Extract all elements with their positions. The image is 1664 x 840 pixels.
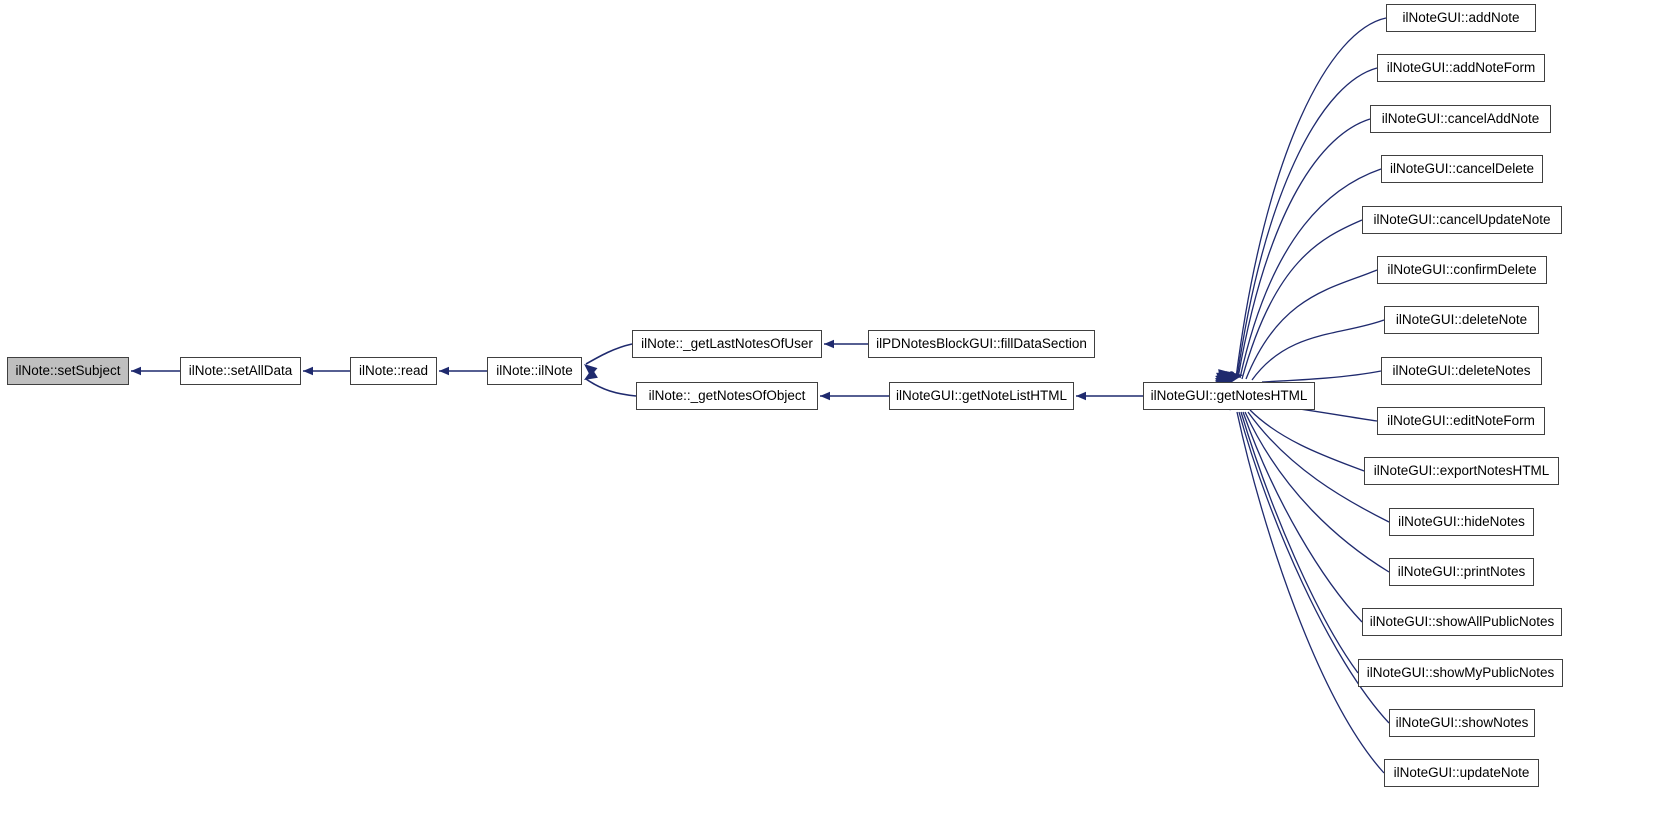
graph-node-cancelDelete[interactable]: ilNoteGUI::cancelDelete <box>1381 155 1543 183</box>
graph-node-showNotes[interactable]: ilNoteGUI::showNotes <box>1389 709 1535 737</box>
graph-arrowhead-0 <box>131 366 141 376</box>
graph-arrowhead-fan-top-7 <box>1218 369 1237 384</box>
graph-edge-cancelAddNote-to-getNotesHTML <box>1237 118 1371 379</box>
graph-node-hideNotes[interactable]: ilNoteGUI::hideNotes <box>1389 508 1534 536</box>
graph-edge-deleteNote-to-getNotesHTML <box>1251 319 1385 381</box>
graph-node-label: ilNote::ilNote <box>496 363 573 379</box>
graph-node-showAllPublicNotes[interactable]: ilNoteGUI::showAllPublicNotes <box>1362 608 1562 636</box>
graph-node-editNoteForm[interactable]: ilNoteGUI::editNoteForm <box>1377 407 1545 435</box>
graph-node-cancelAddNote[interactable]: ilNoteGUI::cancelAddNote <box>1370 105 1551 133</box>
graph-node-getLastNotesOfUser[interactable]: ilNote::_getLastNotesOfUser <box>632 330 822 358</box>
graph-node-label: ilNoteGUI::getNotesHTML <box>1150 388 1308 404</box>
graph-node-read[interactable]: ilNote::read <box>350 357 437 385</box>
graph-node-addNoteForm[interactable]: ilNoteGUI::addNoteForm <box>1377 54 1545 82</box>
graph-node-addNote[interactable]: ilNoteGUI::addNote <box>1386 4 1536 32</box>
graph-node-label: ilNoteGUI::confirmDelete <box>1387 262 1537 278</box>
graph-edge-cancelUpdateNote-to-getNotesHTML <box>1241 219 1363 380</box>
graph-arrowhead-ilnote-bottom <box>584 368 598 380</box>
graph-node-setAllData[interactable]: ilNote::setAllData <box>180 357 301 385</box>
graph-node-label: ilNote::setSubject <box>15 363 121 379</box>
graph-edge-showMyPublicNotes-to-getNotesHTML <box>1240 411 1359 674</box>
graph-node-deleteNote[interactable]: ilNoteGUI::deleteNote <box>1384 306 1539 334</box>
graph-node-label: ilNote::read <box>358 363 429 379</box>
graph-node-label: ilNoteGUI::exportNotesHTML <box>1373 463 1550 479</box>
graph-arrowhead-2 <box>439 366 449 376</box>
graph-edge-getLastNotesOfUser-to-ilNote <box>585 343 633 365</box>
graph-node-showMyPublicNotes[interactable]: ilNoteGUI::showMyPublicNotes <box>1358 659 1563 687</box>
graph-node-label: ilNoteGUI::editNoteForm <box>1387 413 1535 429</box>
graph-edge-printNotes-to-getNotesHTML <box>1244 411 1390 573</box>
graph-edge-exportNotesHTML-to-getNotesHTML <box>1249 409 1365 472</box>
fan-left-edge-group <box>585 343 637 397</box>
graph-node-exportNotesHTML[interactable]: ilNoteGUI::exportNotesHTML <box>1364 457 1559 485</box>
graph-edge-confirmDelete-to-getNotesHTML <box>1245 269 1378 380</box>
graph-node-updateNote[interactable]: ilNoteGUI::updateNote <box>1384 759 1539 787</box>
graph-edge-updateNote-to-getNotesHTML <box>1236 411 1385 774</box>
graph-edge-deleteNotes-to-getNotesHTML <box>1261 370 1382 383</box>
graph-node-label: ilNoteGUI::cancelAddNote <box>1381 111 1540 127</box>
graph-edge-getNotesOfObject-to-ilNote <box>585 378 637 397</box>
graph-arrowhead-ilnote-top <box>584 364 598 377</box>
graph-node-confirmDelete[interactable]: ilNoteGUI::confirmDelete <box>1377 256 1547 284</box>
graph-node-setSubject[interactable]: ilNote::setSubject <box>7 357 129 385</box>
graph-node-label: ilNoteGUI::showMyPublicNotes <box>1366 665 1555 681</box>
graph-node-label: ilNoteGUI::updateNote <box>1393 765 1530 781</box>
graph-node-label: ilNoteGUI::getNoteListHTML <box>895 388 1068 404</box>
graph-node-label: ilPDNotesBlockGUI::fillDataSection <box>876 336 1087 352</box>
graph-arrowhead-5 <box>1076 391 1086 401</box>
graph-node-getNoteListHTML[interactable]: ilNoteGUI::getNoteListHTML <box>889 382 1074 410</box>
graph-node-fillDataSection[interactable]: ilPDNotesBlockGUI::fillDataSection <box>868 330 1095 358</box>
graph-arrowhead-3 <box>824 339 834 349</box>
graph-node-label: ilNoteGUI::deleteNotes <box>1392 363 1531 379</box>
graph-node-getNotesOfObject[interactable]: ilNote::_getNotesOfObject <box>636 382 818 410</box>
graph-node-getNotesHTML[interactable]: ilNoteGUI::getNotesHTML <box>1143 382 1315 410</box>
graph-node-label: ilNoteGUI::addNote <box>1402 10 1520 26</box>
graph-node-deleteNotes[interactable]: ilNoteGUI::deleteNotes <box>1381 357 1542 385</box>
graph-edge-cancelDelete-to-getNotesHTML <box>1239 168 1382 379</box>
graph-node-label: ilNoteGUI::cancelUpdateNote <box>1373 212 1551 228</box>
graph-arrowhead-4 <box>820 391 830 401</box>
graph-node-ilNote[interactable]: ilNote::ilNote <box>487 357 582 385</box>
graph-arrowhead-1 <box>303 366 313 376</box>
graph-node-label: ilNoteGUI::hideNotes <box>1398 514 1525 530</box>
graph-edge-addNoteForm-to-getNotesHTML <box>1236 67 1378 379</box>
graph-node-label: ilNoteGUI::addNoteForm <box>1386 60 1536 76</box>
graph-node-label: ilNoteGUI::showAllPublicNotes <box>1369 614 1555 630</box>
graph-node-label: ilNoteGUI::printNotes <box>1397 564 1526 580</box>
graph-node-label: ilNoteGUI::showNotes <box>1395 715 1529 731</box>
graph-edge-showAllPublicNotes-to-getNotesHTML <box>1242 411 1363 623</box>
graph-node-label: ilNote::_getLastNotesOfUser <box>641 336 813 352</box>
graph-node-label: ilNoteGUI::deleteNote <box>1395 312 1528 328</box>
graph-node-label: ilNote::_getNotesOfObject <box>648 388 806 404</box>
graph-node-label: ilNote::setAllData <box>188 363 293 379</box>
graph-node-printNotes[interactable]: ilNoteGUI::printNotes <box>1389 558 1534 586</box>
graph-edge-addNote-to-getNotesHTML <box>1235 17 1387 379</box>
graph-node-label: ilNoteGUI::cancelDelete <box>1389 161 1535 177</box>
graph-node-cancelUpdateNote[interactable]: ilNoteGUI::cancelUpdateNote <box>1362 206 1562 234</box>
